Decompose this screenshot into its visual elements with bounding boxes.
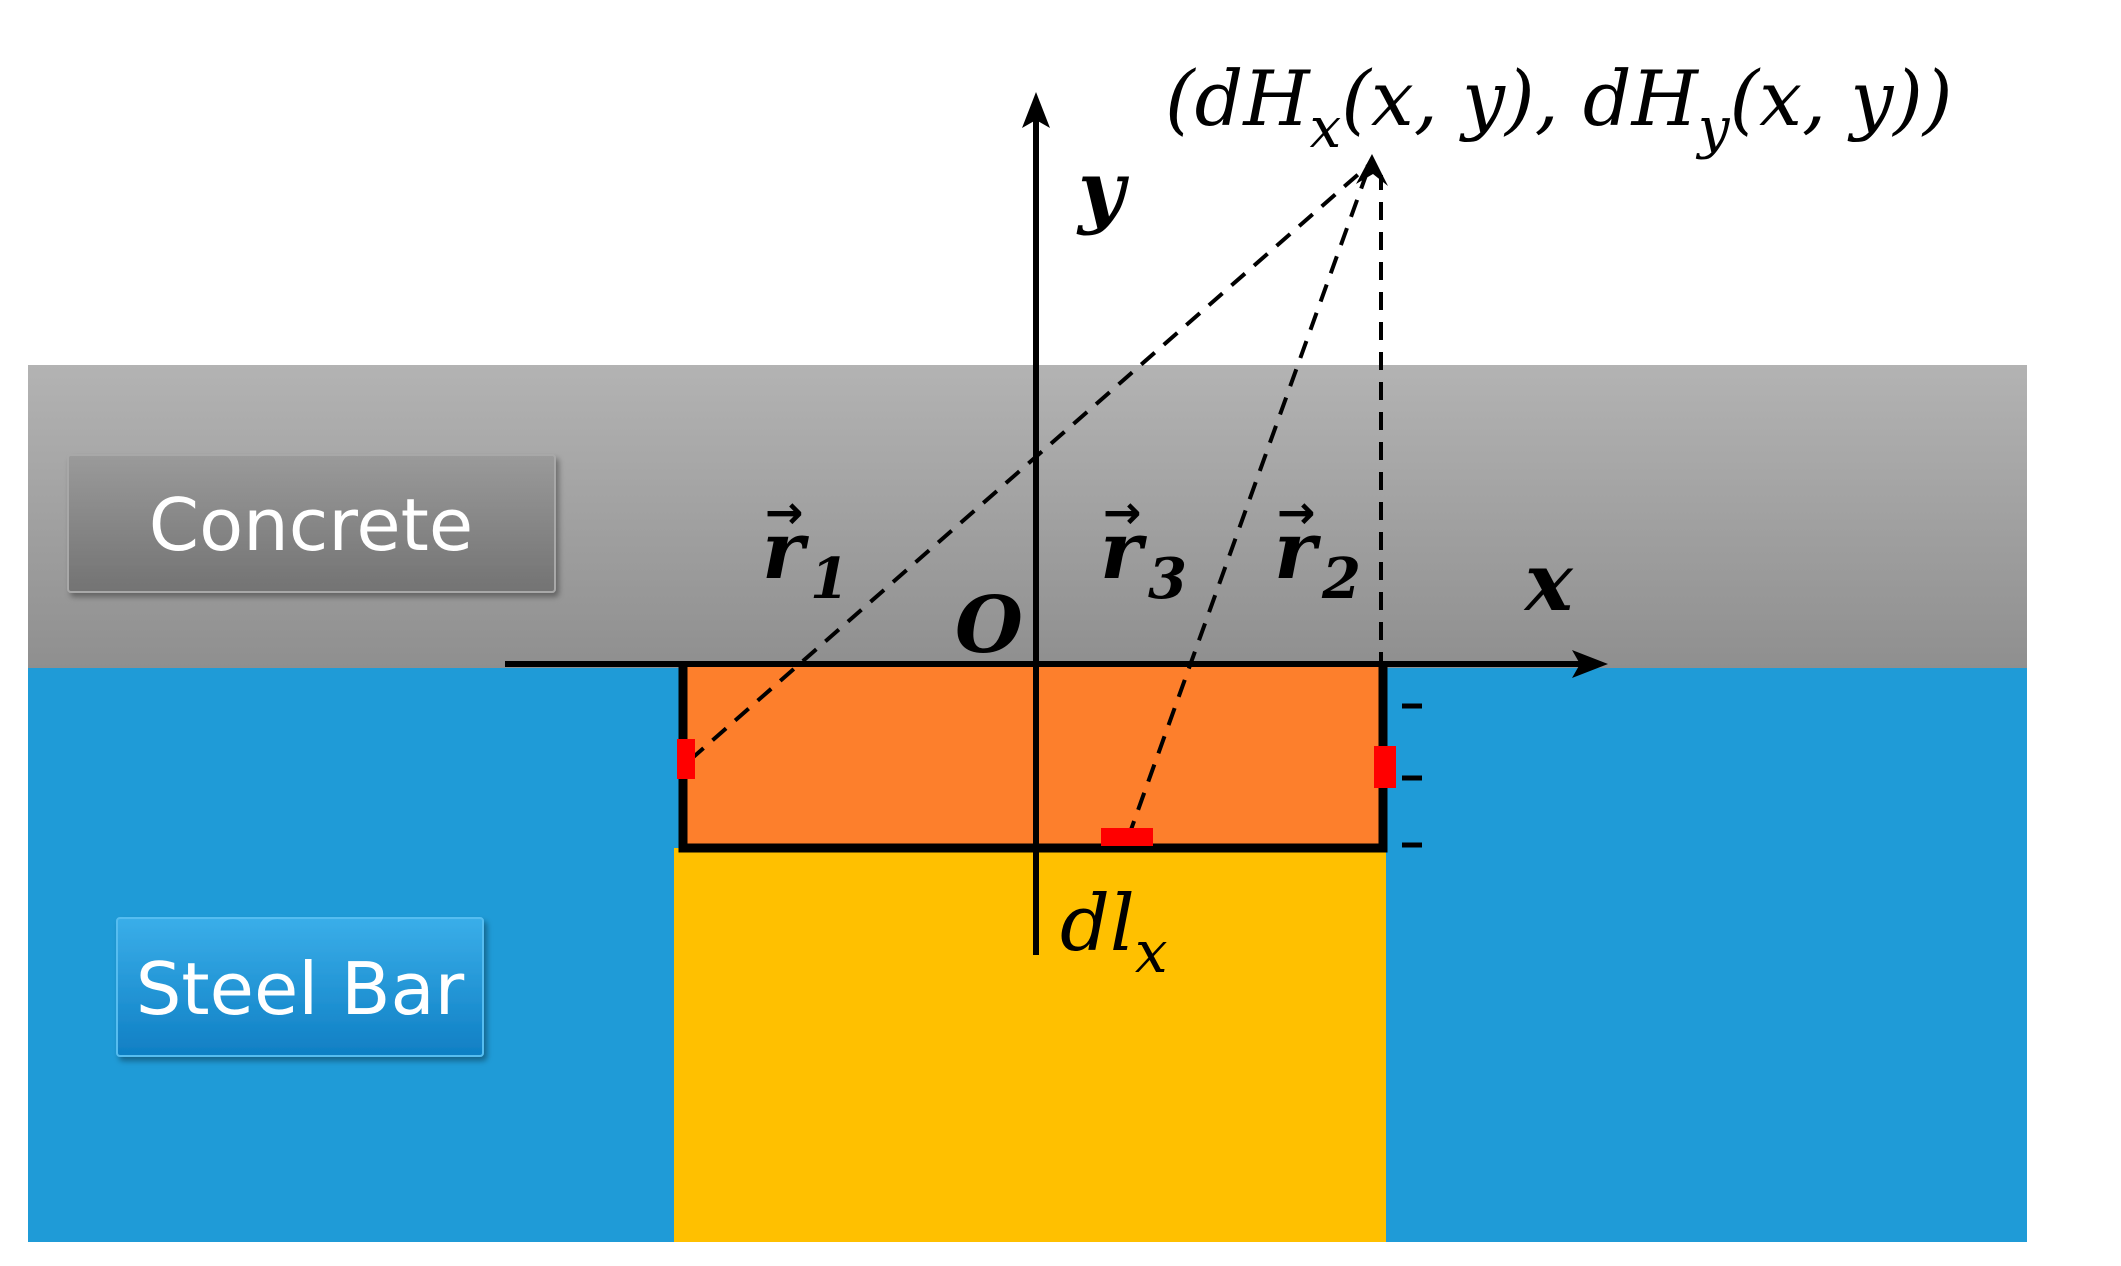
y-axis-arrowhead (1022, 92, 1050, 128)
vector-r1-line (688, 162, 1372, 762)
steel-bar-label (116, 917, 484, 1057)
x-axis-label: x (1523, 535, 1574, 629)
vector-arrow-glyph: → (1277, 485, 1316, 539)
vector-r3-symbol: r (1100, 503, 1147, 597)
vector-r2-label: → r 2 (1274, 485, 1361, 612)
vector-arrow-glyph: → (765, 485, 804, 539)
field-point-label: (dHx(x, y), dHy(x, y)) (1165, 54, 1953, 161)
vector-r1-symbol: r (762, 503, 809, 597)
current-element-bottom (1101, 828, 1153, 846)
vector-r3-label: → r 3 (1100, 485, 1187, 612)
vector-r1-subscript: 1 (810, 546, 849, 612)
steel-bar-label-text: Steel Bar (136, 947, 465, 1031)
vector-r2-symbol: r (1274, 503, 1321, 597)
origin-label: O (955, 580, 1023, 671)
current-element-left (677, 739, 695, 779)
vector-r3-subscript: 3 (1148, 546, 1187, 612)
field-point-arrowhead (1356, 154, 1388, 186)
vector-r2-subscript: 2 (1321, 546, 1361, 612)
element-label: dlx (1060, 879, 1168, 986)
vector-r1-label: → r 1 (762, 485, 849, 612)
concrete-label (67, 454, 556, 593)
y-axis-label: y (1076, 143, 1130, 237)
concrete-label-text: Concrete (149, 483, 473, 567)
current-element-right (1374, 746, 1396, 788)
bar-core (674, 848, 1386, 1242)
x-axis-arrowhead (1572, 650, 1608, 678)
vector-arrow-glyph: → (1103, 485, 1142, 539)
